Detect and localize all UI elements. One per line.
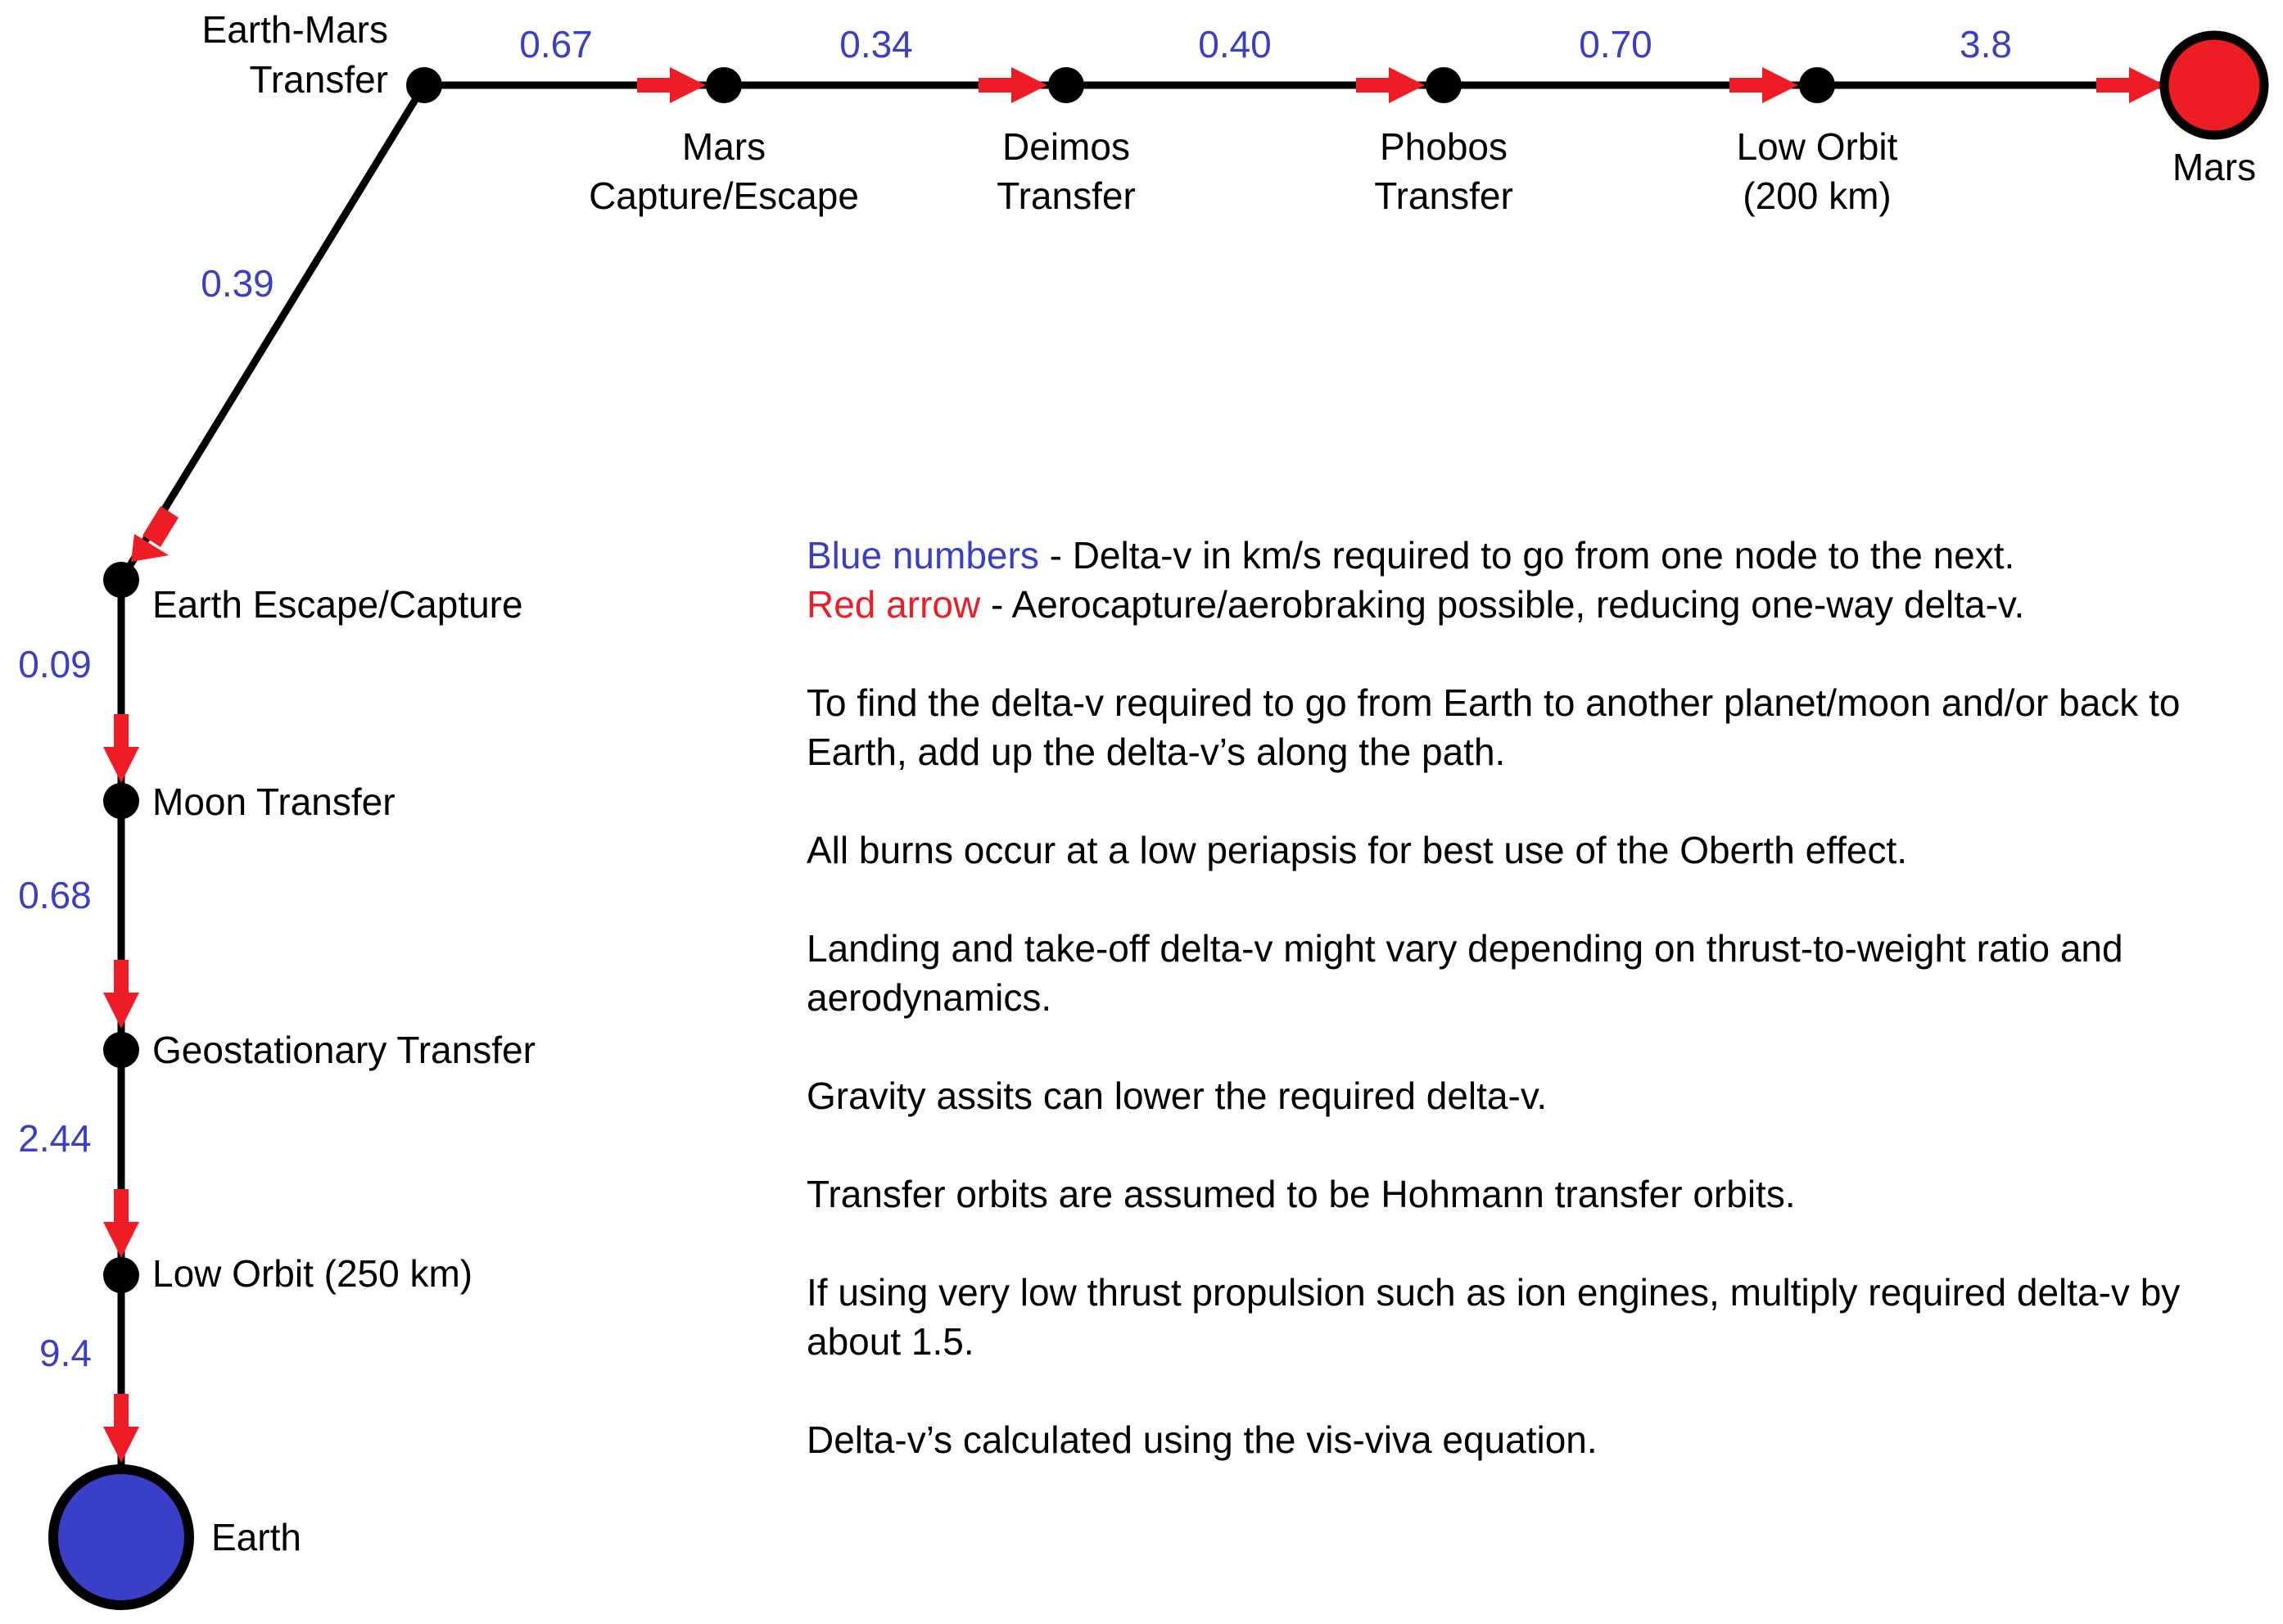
aerocapture-arrows (103, 67, 2165, 1463)
arrow-to-earth-escape (131, 506, 179, 562)
label-mars-low-orbit-2: (200 km) (1743, 174, 1891, 217)
node-deimos-transfer (1048, 67, 1084, 103)
arrow-to-mars-low-orbit (1729, 67, 1798, 103)
label-phobos-transfer-2: Transfer (1374, 174, 1513, 217)
label-deimos-transfer-1: Deimos (1002, 125, 1130, 168)
node-mars-low-orbit (1799, 67, 1835, 103)
label-mars: Mars (2172, 146, 2256, 188)
node-phobos-transfer (1426, 67, 1462, 103)
mars-planet (2159, 30, 2269, 140)
node-earth-mars-transfer (406, 67, 442, 103)
delta-v-emt-to-mars-capture: 0.67 (519, 23, 593, 66)
label-earth-low-orbit: Low Orbit (250 km) (152, 1252, 472, 1295)
note-low-thrust: If using very low thrust propulsion such… (807, 1271, 2181, 1363)
label-earth: Earth (211, 1516, 301, 1558)
delta-v-earth-escape-to-moon: 0.09 (18, 643, 92, 685)
label-phobos-transfer-1: Phobos (1380, 125, 1508, 168)
label-geostationary-transfer: Geostationary Transfer (152, 1029, 536, 1071)
arrow-to-geostationary (103, 960, 139, 1029)
arrow-to-mars-capture (637, 67, 706, 103)
earth-planet (48, 1464, 194, 1610)
label-earth-escape-capture: Earth Escape/Capture (152, 583, 523, 626)
legend-red-term: Red arrow (807, 583, 981, 626)
note-add-up: To find the delta-v required to go from … (807, 681, 2181, 773)
note-gravity-assist: Gravity assits can lower the required de… (807, 1074, 1548, 1117)
legend-red-line: Red arrow - Aerocapture/aerobraking poss… (807, 580, 2248, 629)
arrow-to-deimos (979, 67, 1047, 103)
legend-notes: Blue numbers - Delta-v in km/s required … (807, 531, 2248, 1513)
node-mars-capture-escape (706, 67, 742, 103)
legend-red-desc: - Aerocapture/aerobraking possible, redu… (980, 583, 2025, 626)
node-labels: Earth-Mars Transfer Mars Capture/Escape … (152, 8, 2256, 1558)
note-landing: Landing and take-off delta-v might vary … (807, 927, 2123, 1019)
delta-v-moon-to-geo: 0.68 (18, 874, 92, 916)
label-deimos-transfer-2: Transfer (997, 174, 1136, 217)
note-oberth: All burns occur at a low periapsis for b… (807, 829, 1908, 871)
note-vis-viva: Delta-v’s calculated using the vis-viva … (807, 1418, 1598, 1461)
nodes (103, 67, 1835, 1293)
path-line-diagonal (117, 81, 428, 584)
arrow-to-mars (2096, 67, 2165, 103)
arrow-to-phobos (1356, 67, 1425, 103)
label-mars-capture-escape-1: Mars (682, 125, 766, 168)
label-earth-mars-transfer-2: Transfer (249, 58, 388, 101)
legend-blue-line: Blue numbers - Delta-v in km/s required … (807, 531, 2248, 580)
arrow-to-earth (103, 1394, 139, 1463)
label-mars-low-orbit-1: Low Orbit (1737, 125, 1898, 168)
delta-v-emt-to-earth-escape: 0.39 (201, 262, 274, 305)
legend-blue-term: Blue numbers (807, 534, 1039, 577)
label-earth-mars-transfer-1: Earth-Mars (202, 8, 388, 51)
delta-v-geo-to-low-orbit: 2.44 (18, 1117, 92, 1160)
legend-blue-desc: - Delta-v in km/s required to go from on… (1038, 534, 2015, 577)
delta-v-deimos-to-phobos: 0.40 (1198, 23, 1272, 66)
node-moon-transfer (103, 783, 139, 819)
delta-v-phobos-to-low-orbit: 0.70 (1579, 23, 1652, 66)
node-earth-low-orbit (103, 1257, 139, 1293)
delta-v-mars-capture-to-deimos: 0.34 (839, 23, 913, 66)
delta-v-low-orbit-to-mars: 3.8 (1960, 23, 2012, 66)
label-moon-transfer: Moon Transfer (152, 780, 396, 823)
label-mars-capture-escape-2: Capture/Escape (589, 174, 859, 217)
delta-v-low-orbit-to-earth: 9.4 (39, 1332, 92, 1374)
delta-v-labels: 0.67 0.34 0.40 0.70 3.8 0.39 0.09 0.68 2… (18, 23, 2012, 1374)
arrow-to-moon-transfer (103, 714, 139, 783)
node-geostationary-transfer (103, 1032, 139, 1068)
arrow-to-earth-low-orbit (103, 1189, 139, 1258)
node-earth-escape-capture (103, 562, 139, 598)
note-hohmann: Transfer orbits are assumed to be Hohman… (807, 1173, 1796, 1215)
